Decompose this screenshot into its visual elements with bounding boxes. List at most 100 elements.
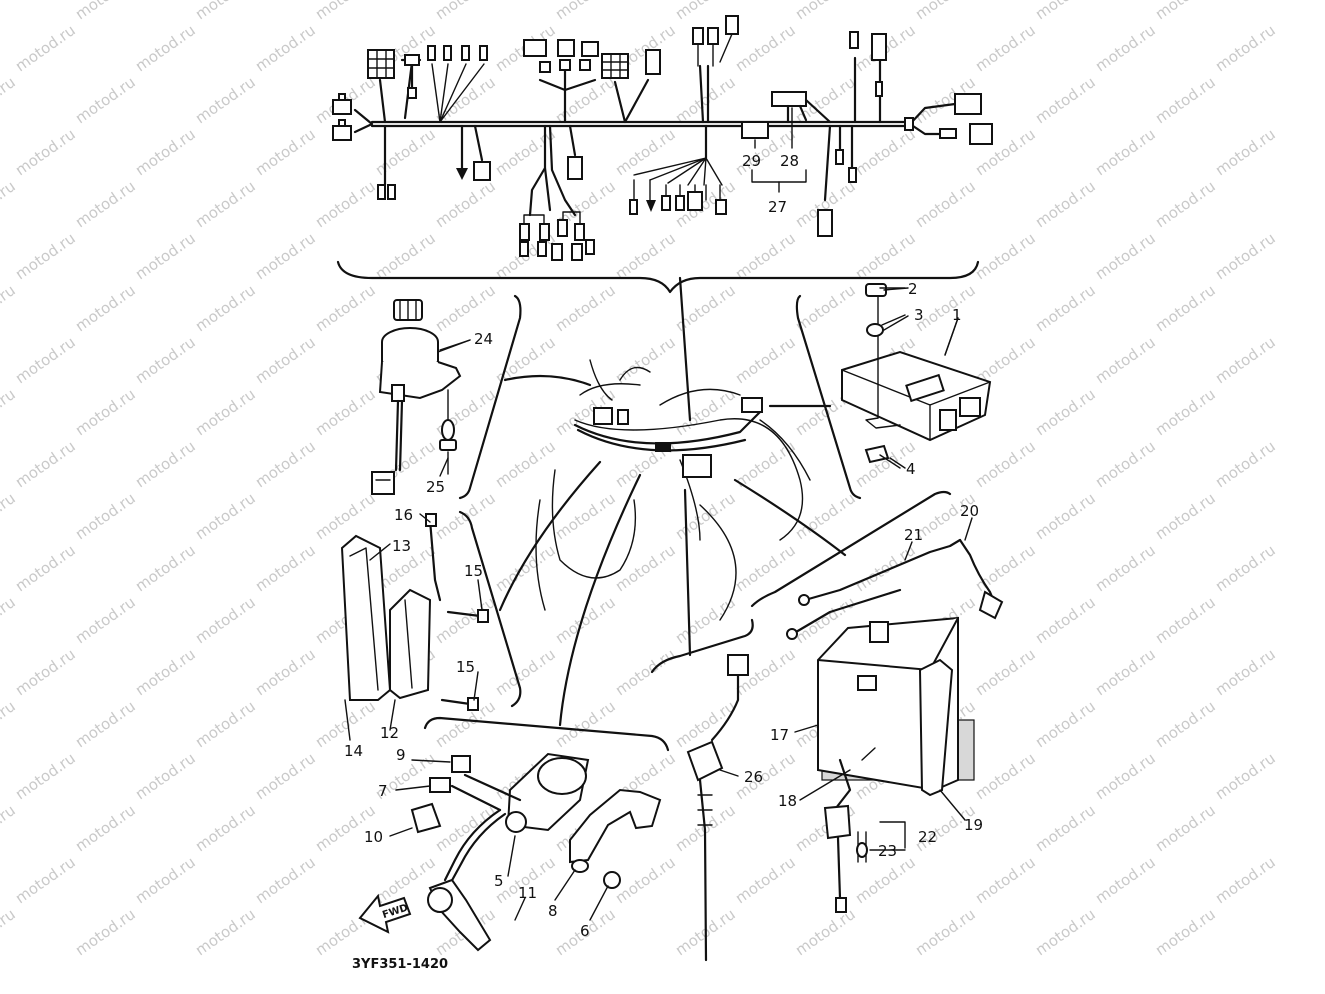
- watermark-text: motod.ru: [1032, 593, 1099, 647]
- leader-lines: [498, 276, 847, 727]
- diagram-code: 3YF351-1420: [352, 957, 448, 972]
- forward-arrow: FWD: [358, 893, 412, 934]
- callout-2: 2: [908, 280, 918, 298]
- watermark-text: motod.ru: [72, 385, 139, 439]
- watermark-text: motod.ru: [1092, 541, 1159, 595]
- watermark-text: motod.ru: [552, 0, 619, 23]
- watermark-text: motod.ru: [1212, 541, 1279, 595]
- watermark-text: motod.ru: [192, 385, 259, 439]
- watermark-text: motod.ru: [1152, 385, 1219, 439]
- watermark-text: motod.ru: [72, 697, 139, 751]
- watermark-text: motod.ru: [0, 801, 19, 855]
- watermark-text: motod.ru: [132, 541, 199, 595]
- callout-3: 3: [914, 306, 924, 324]
- watermark-text: motod.ru: [1032, 385, 1099, 439]
- watermark-text: motod.ru: [912, 177, 979, 231]
- watermark-text: motod.ru: [732, 853, 799, 907]
- watermark-text: motod.ru: [1092, 749, 1159, 803]
- watermark-text: motod.ru: [12, 125, 79, 179]
- watermark-text: motod.ru: [1212, 333, 1279, 387]
- watermark-text: motod.ru: [432, 0, 499, 23]
- watermark-text: motod.ru: [12, 749, 79, 803]
- watermark-text: motod.ru: [1212, 229, 1279, 283]
- callout-leaders: [344, 287, 973, 921]
- watermark-text: motod.ru: [1152, 697, 1219, 751]
- watermark-text: motod.ru: [612, 125, 679, 179]
- watermark-text: motod.ru: [12, 333, 79, 387]
- callout-20: 20: [960, 502, 979, 520]
- watermark-text: motod.ru: [612, 229, 679, 283]
- harness-brace: [336, 260, 980, 294]
- watermark-text: motod.ru: [1212, 749, 1279, 803]
- watermark-text: motod.ru: [0, 697, 19, 751]
- watermark-text: motod.ru: [1212, 645, 1279, 699]
- watermark-text: motod.ru: [192, 0, 259, 23]
- callout-25: 25: [426, 478, 445, 496]
- watermark-text: motod.ru: [552, 593, 619, 647]
- ignition-switch: [371, 299, 471, 495]
- watermark-text: motod.ru: [132, 645, 199, 699]
- callout-21: 21: [904, 526, 923, 544]
- watermark-text: motod.ru: [72, 0, 139, 23]
- frame-outline: [535, 359, 811, 621]
- watermark-text: motod.ru: [0, 0, 19, 23]
- watermark-text: motod.ru: [972, 229, 1039, 283]
- watermark-text: motod.ru: [732, 541, 799, 595]
- watermark-text: motod.ru: [0, 177, 19, 231]
- watermark-text: motod.ru: [12, 21, 79, 75]
- callout-24: 24: [474, 330, 493, 348]
- watermark-text: motod.ru: [1032, 281, 1099, 335]
- watermark-text: motod.ru: [1092, 645, 1159, 699]
- watermark-text: motod.ru: [372, 229, 439, 283]
- watermark-text: motod.ru: [1152, 0, 1219, 23]
- watermark-text: motod.ru: [192, 697, 259, 751]
- watermark-text: motod.ru: [252, 645, 319, 699]
- watermark-text: motod.ru: [1152, 73, 1219, 127]
- watermark-text: motod.ru: [1212, 125, 1279, 179]
- watermark-text: motod.ru: [252, 541, 319, 595]
- watermark-text: motod.ru: [612, 853, 679, 907]
- watermark-text: motod.ru: [792, 281, 859, 335]
- callout-labels: 1 2 3 4 5 6 7 8 9 10 11 12 13 14 15 15 1…: [344, 152, 983, 972]
- watermark-text: motod.ru: [0, 905, 19, 959]
- group-brackets: [423, 294, 952, 752]
- watermark-text: motod.ru: [1152, 281, 1219, 335]
- watermark-text: motod.ru: [252, 333, 319, 387]
- callout-29: 29: [742, 152, 761, 170]
- watermark-text: motod.ru: [432, 697, 499, 751]
- watermark-text: motod.ru: [72, 593, 139, 647]
- watermark-text: motod.ru: [132, 437, 199, 491]
- watermark-text: motod.ru: [1092, 437, 1159, 491]
- callout-15-upper: 15: [464, 562, 483, 580]
- callout-1: 1: [952, 306, 962, 324]
- watermark-text: motod.ru: [12, 645, 79, 699]
- watermark-text: motod.ru: [1152, 593, 1219, 647]
- watermark-text: motod.ru: [492, 541, 559, 595]
- watermark-text: motod.ru: [792, 0, 859, 23]
- watermark-text: motod.ru: [672, 385, 739, 439]
- watermark-text: motod.ru: [972, 749, 1039, 803]
- watermark-text: motod.ru: [612, 645, 679, 699]
- watermark-text: motod.ru: [192, 801, 259, 855]
- watermark-text: motod.ru: [912, 0, 979, 23]
- callout-11: 11: [518, 884, 537, 902]
- watermark-text: motod.ru: [132, 229, 199, 283]
- callout-23: 23: [878, 842, 897, 860]
- watermark-text: motod.ru: [0, 593, 19, 647]
- watermark-text: motod.ru: [672, 593, 739, 647]
- watermark-text: motod.ru: [1152, 177, 1219, 231]
- watermark-text: motod.ru: [192, 281, 259, 335]
- watermark-text: motod.ru: [1032, 73, 1099, 127]
- watermark-text: motod.ru: [852, 125, 919, 179]
- watermark-text: motod.ru: [852, 229, 919, 283]
- watermark-text: motod.ru: [612, 333, 679, 387]
- watermark-text: motod.ru: [72, 801, 139, 855]
- watermark-text: motod.ru: [1212, 437, 1279, 491]
- watermark-text: motod.ru: [72, 281, 139, 335]
- callout-26: 26: [744, 768, 763, 786]
- watermark-text: motod.ru: [1032, 905, 1099, 959]
- callout-5: 5: [494, 872, 504, 890]
- watermark-text: motod.ru: [312, 385, 379, 439]
- watermark-text: motod.ru: [1092, 333, 1159, 387]
